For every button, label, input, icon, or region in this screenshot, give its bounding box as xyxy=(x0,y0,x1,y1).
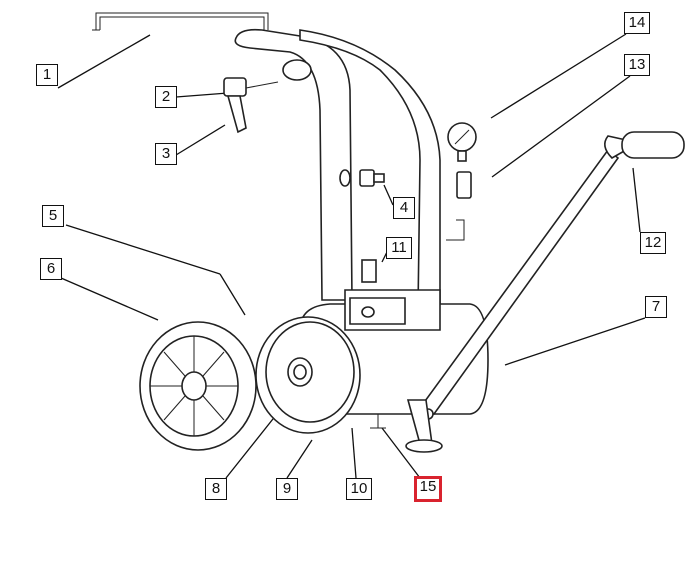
callout-2: 2 xyxy=(155,86,177,108)
callout-1: 1 xyxy=(36,64,58,86)
callout-10: 10 xyxy=(346,478,372,500)
switch xyxy=(361,259,377,283)
top-bar xyxy=(92,12,269,31)
callout-14: 14 xyxy=(624,12,650,34)
frame-handle xyxy=(234,28,441,311)
callout-15-highlighted: 15 xyxy=(414,476,442,502)
callout-3: 3 xyxy=(155,143,177,165)
pressure-gauge xyxy=(446,122,477,241)
callout-8: 8 xyxy=(205,478,227,500)
quick-fitting xyxy=(339,169,385,187)
coupler xyxy=(223,77,279,134)
foot xyxy=(405,399,443,453)
callout-9: 9 xyxy=(276,478,298,500)
callout-13: 13 xyxy=(624,54,650,76)
leader-lines xyxy=(57,33,646,479)
callout-12: 12 xyxy=(640,232,666,254)
callout-4: 4 xyxy=(393,197,415,219)
callout-11: 11 xyxy=(386,237,412,259)
wheel xyxy=(139,321,257,451)
callout-6: 6 xyxy=(40,258,62,280)
callout-5: 5 xyxy=(42,205,64,227)
callout-7: 7 xyxy=(645,296,667,318)
motor-pulley xyxy=(255,316,361,434)
